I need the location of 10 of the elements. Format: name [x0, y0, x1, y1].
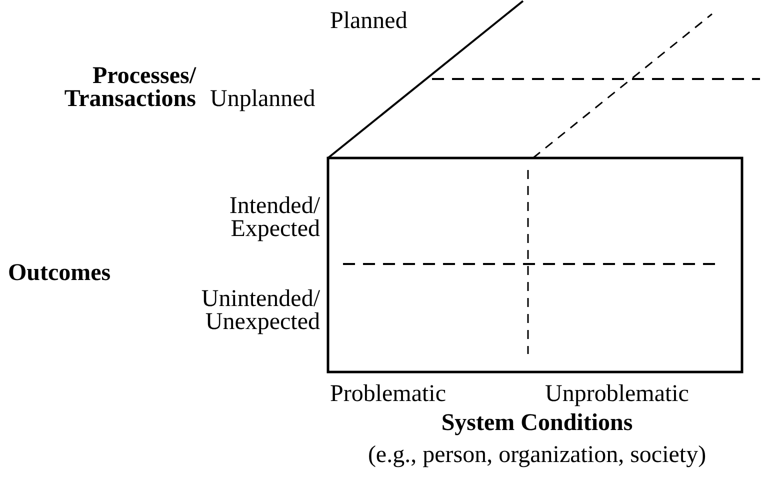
axis-title: System Conditions [441, 410, 633, 436]
axis-label: Planned [330, 8, 408, 34]
axis-label: Unproblematic [545, 381, 689, 407]
axis-label: Intended/ Expected [229, 193, 320, 242]
axis-label: Unintended/ Unexpected [201, 286, 320, 335]
axis-label: Unplanned [210, 86, 316, 112]
axis-title: Processes/ Transactions [64, 63, 196, 112]
axis-note: (e.g., person, organization, society) [368, 442, 706, 468]
axis-label: Problematic [330, 381, 446, 407]
axis-title: Outcomes [8, 260, 111, 286]
